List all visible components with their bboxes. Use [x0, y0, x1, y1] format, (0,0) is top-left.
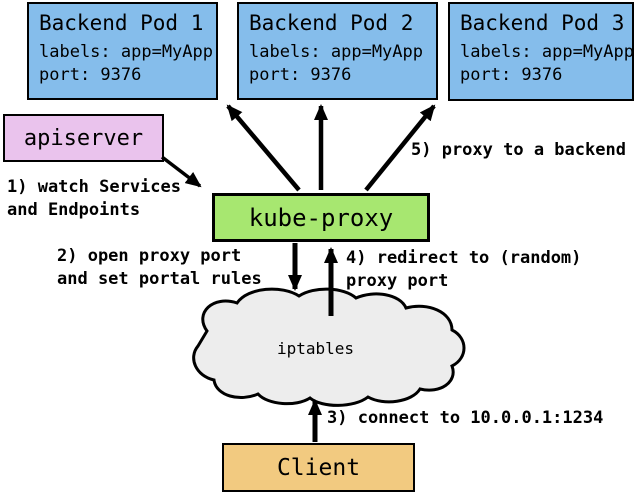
annotation-step-4: 4) redirect to (random) proxy port: [346, 248, 582, 291]
pod-2-labels: labels: app=MyApp: [249, 42, 423, 62]
pod-2-title: Backend Pod 2: [249, 11, 414, 35]
client-box: Client: [222, 443, 415, 492]
iptables-label: iptables: [276, 339, 355, 358]
client-label: Client: [276, 454, 361, 481]
pod-1-title: Backend Pod 1: [39, 11, 204, 35]
pod-1-port: port: 9376: [39, 65, 142, 85]
backend-pod-2: Backend Pod 2 labels: app=MyApp port: 93…: [237, 2, 438, 100]
pod-3-port: port: 9376: [460, 65, 563, 85]
pod-3-title: Backend Pod 3: [460, 11, 625, 35]
kube-proxy-box: kube-proxy: [212, 193, 430, 242]
annotation-step-1: 1) watch Services and Endpoints: [7, 177, 181, 220]
kube-proxy-label: kube-proxy: [248, 203, 394, 232]
backend-pod-3: Backend Pod 3 labels: app=MyApp port: 93…: [448, 2, 634, 101]
apiserver-box: apiserver: [3, 114, 164, 162]
annotation-step-3: 3) connect to 10.0.0.1:1234: [327, 408, 604, 428]
pod-3-labels: labels: app=MyApp: [460, 42, 634, 62]
apiserver-label: apiserver: [23, 125, 144, 151]
annotation-step-5: 5) proxy to a backend: [411, 140, 626, 160]
backend-pod-1: Backend Pod 1 labels: app=MyApp port: 93…: [27, 2, 218, 100]
arrow-kubeproxy-to-pod1: [226, 104, 301, 192]
annotation-step-2: 2) open proxy port and set portal rules: [57, 246, 262, 289]
pod-1-labels: labels: app=MyApp: [39, 42, 213, 62]
pod-2-port: port: 9376: [249, 65, 352, 85]
